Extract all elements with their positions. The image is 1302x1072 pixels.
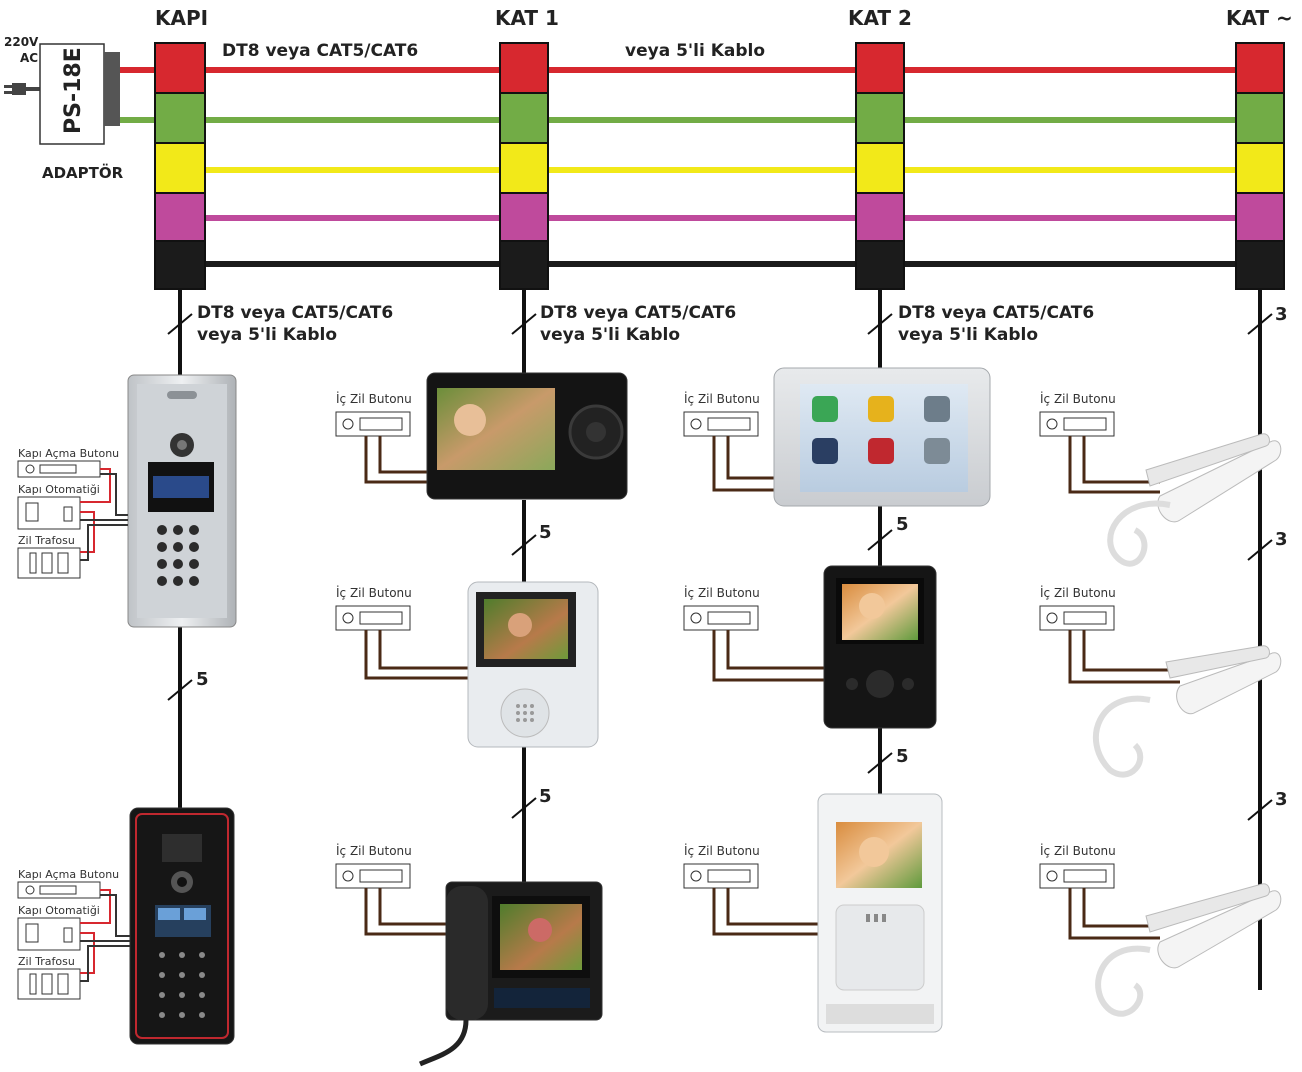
adapter-voltage: 220V — [4, 35, 39, 49]
svg-text:veya 5'li Kablo: veya 5'li Kablo — [898, 325, 1038, 345]
adapter-model: PS-18E — [61, 47, 86, 134]
intercom-handset-3 — [1095, 883, 1282, 1017]
bell-button-katn-3: İç Zil Butonu — [1039, 843, 1160, 940]
svg-text:İç Zil Butonu: İç Zil Butonu — [684, 585, 760, 600]
adapter-box — [39, 43, 105, 145]
svg-text:İç Zil Butonu: İç Zil Butonu — [684, 843, 760, 858]
svg-text:İç Zil Butonu: İç Zil Butonu — [1040, 843, 1116, 858]
bell-button-kat1-2: İç Zil Butonu — [335, 585, 470, 680]
svg-text:veya 5'li Kablo: veya 5'li Kablo — [197, 325, 337, 345]
svg-text:Kapı Açma Butonu: Kapı Açma Butonu — [18, 868, 119, 881]
intercom-handset-1 — [1107, 433, 1282, 567]
wire-count-kapi: 5 — [196, 669, 209, 690]
column-header-kat1: KAT 1 — [495, 6, 559, 30]
bell-button-kat1-1: İç Zil Butonu — [335, 391, 428, 484]
bell-button-kat2-2: İç Zil Butonu — [683, 585, 824, 682]
svg-text:İç Zil Butonu: İç Zil Butonu — [684, 391, 760, 406]
bus-wires — [120, 67, 1240, 267]
bell-button-katn-1: İç Zil Butonu — [1039, 391, 1160, 494]
adapter-label: ADAPTÖR — [42, 163, 124, 182]
monitor-kat2-white — [817, 793, 943, 1033]
wire-count-katn-2: 3 — [1275, 529, 1288, 550]
svg-text:Kapı Otomatiği: Kapı Otomatiği — [18, 483, 100, 496]
risers — [178, 289, 1262, 990]
terminal-kat2 — [855, 42, 905, 290]
riser-label-kat1: DT8 veya CAT5/CAT6 veya 5'li Kablo — [540, 303, 736, 345]
wire-count-kat2-1: 5 — [896, 514, 909, 535]
monitor-kat1-black — [426, 372, 628, 500]
plug-icon — [4, 83, 40, 95]
power-adapter: 220V AC PS-18E ADAPTÖR — [4, 35, 124, 182]
door-accessories-1: Kapı Açma Butonu Kapı Otomatiği Zil Traf… — [17, 447, 128, 579]
svg-text:İç Zil Butonu: İç Zil Butonu — [336, 585, 412, 600]
terminal-kat1 — [499, 42, 549, 290]
wire-count-kat2-2: 5 — [896, 746, 909, 767]
svg-text:DT8 veya CAT5/CAT6: DT8 veya CAT5/CAT6 — [540, 303, 736, 323]
svg-text:Zil Trafosu: Zil Trafosu — [18, 955, 75, 968]
svg-text:veya 5'li Kablo: veya 5'li Kablo — [540, 325, 680, 345]
bell-button-kat2-1: İç Zil Butonu — [683, 391, 776, 492]
riser-label-kapi: DT8 veya CAT5/CAT6 veya 5'li Kablo — [197, 303, 393, 345]
monitor-kat1-white — [467, 581, 599, 748]
svg-text:Kapı Açma Butonu: Kapı Açma Butonu — [18, 447, 119, 460]
column-header-kapi: KAPI — [155, 6, 208, 30]
svg-text:İç Zil Butonu: İç Zil Butonu — [1040, 585, 1116, 600]
monitor-kat1-handset — [418, 881, 603, 1067]
svg-text:Zil Trafosu: Zil Trafosu — [18, 534, 75, 547]
svg-text:DT8 veya CAT5/CAT6: DT8 veya CAT5/CAT6 — [197, 303, 393, 323]
terminal-kapi — [154, 42, 206, 290]
riser-label-kat2: DT8 veya CAT5/CAT6 veya 5'li Kablo — [898, 303, 1094, 345]
door-panel-silver — [127, 374, 237, 628]
svg-text:Kapı Otomatiği: Kapı Otomatiği — [18, 904, 100, 917]
bell-button-kat1-3: İç Zil Butonu — [335, 843, 448, 936]
bell-button-katn-2: İç Zil Butonu — [1039, 585, 1180, 684]
door-panel-black — [129, 807, 235, 1045]
terminal-katn — [1235, 42, 1285, 290]
column-header-kat2: KAT 2 — [848, 6, 912, 30]
wire-count-kat1-1: 5 — [539, 522, 552, 543]
top-cable-label-right: veya 5'li Kablo — [625, 41, 765, 61]
column-header-katn: KAT ~ — [1226, 6, 1293, 30]
top-cable-label-left: DT8 veya CAT5/CAT6 — [222, 41, 418, 61]
bell-button-kat2-3: İç Zil Butonu — [683, 843, 818, 936]
svg-text:DT8 veya CAT5/CAT6: DT8 veya CAT5/CAT6 — [898, 303, 1094, 323]
adapter-ac: AC — [20, 51, 38, 65]
monitor-kat2-black — [823, 565, 937, 729]
monitor-kat2-touch — [773, 367, 991, 507]
wire-count-kat1-2: 5 — [539, 786, 552, 807]
svg-text:İç Zil Butonu: İç Zil Butonu — [1040, 391, 1116, 406]
svg-text:İç Zil Butonu: İç Zil Butonu — [336, 391, 412, 406]
svg-text:İç Zil Butonu: İç Zil Butonu — [336, 843, 412, 858]
intercom-handset-2 — [1092, 645, 1282, 778]
wire-count-katn-1: 3 — [1275, 304, 1288, 325]
wire-count-katn-3: 3 — [1275, 789, 1288, 810]
cable-slash-marks — [167, 313, 1273, 821]
door-accessories-2: Kapı Açma Butonu Kapı Otomatiği Zil Traf… — [17, 868, 130, 1000]
